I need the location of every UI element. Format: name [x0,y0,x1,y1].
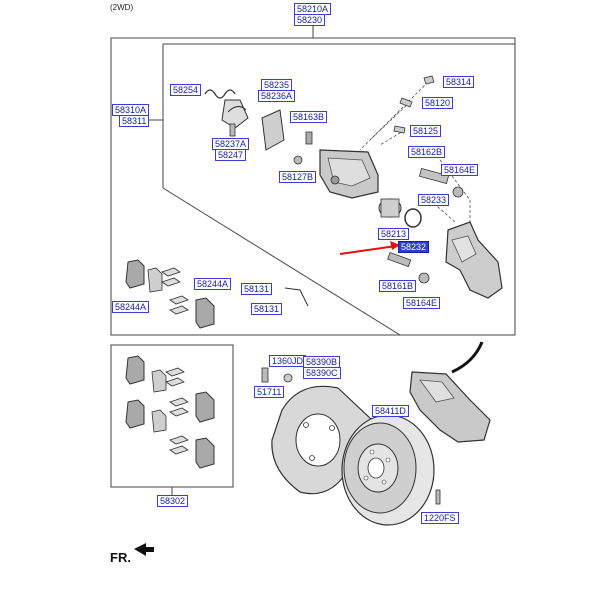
pin-58120 [399,97,413,108]
bleeder-58163b [305,131,313,145]
callout-1220fs[interactable]: 1220FS [421,512,459,524]
callout-58120[interactable]: 58120 [422,97,454,109]
callout-58233[interactable]: 58233 [418,194,450,206]
boot-58164e [452,186,464,198]
callout-58244a-2[interactable]: 58244A [112,301,150,313]
callout-58213[interactable]: 58213 [378,228,410,240]
guide-pin-58162b [418,168,450,184]
frame-diagonal [162,187,401,336]
callout-58302[interactable]: 58302 [157,495,189,507]
washer-51711 [283,373,293,383]
front-direction-label: FR. [110,550,131,565]
boot-58164e-lower [418,272,430,284]
callout-58131-1[interactable]: 58131 [241,283,273,295]
callout-58164e-top[interactable]: 58164E [441,164,479,176]
caliper-inner-frame [163,43,516,336]
callout-58244a-1[interactable]: 58244A [194,278,232,290]
callout-58230[interactable]: 58230 [294,14,326,26]
brake-pads-upper [125,259,215,329]
highlight-arrow [339,241,400,255]
caliper-body [319,149,379,199]
callout-58162b[interactable]: 58162B [408,146,446,158]
callout-58314[interactable]: 58314 [443,76,475,88]
callout-58247[interactable]: 58247 [215,149,247,161]
caliper-assembled [409,341,491,443]
bolt-1360jd [261,367,269,383]
cap-58314 [423,75,435,85]
callout-1360jd[interactable]: 1360JD [269,355,307,367]
callout-58164e-bottom[interactable]: 58164E [403,297,441,309]
pin-58125 [393,125,406,134]
plate-58236 [261,109,285,151]
callout-58311[interactable]: 58311 [119,115,150,127]
callout-58411d[interactable]: 58411D [372,405,409,417]
callout-58232[interactable]: 58232 [398,241,430,253]
wear-sensor-58131 [284,287,309,307]
cap-58127b [293,155,303,165]
callout-58131-2[interactable]: 58131 [251,303,283,315]
callout-58161b[interactable]: 58161B [379,280,417,292]
callout-58254[interactable]: 58254 [170,84,202,96]
screw-1220fs [435,489,441,505]
spring-58254 [204,89,236,99]
fr-arrow-icon [134,543,154,556]
piston-body [380,198,400,218]
callout-58127b[interactable]: 58127B [279,171,317,183]
callout-58390c[interactable]: 58390C [303,367,341,379]
carrier-bracket [445,221,503,299]
bolt-58237a [229,123,236,137]
bolt-58161b [387,251,412,268]
pad-kit-contents [125,355,215,469]
seal-58232 [404,208,422,228]
brake-disc [341,414,435,526]
callout-58163b[interactable]: 58163B [290,111,328,123]
spring-arm [227,106,247,113]
variant-label: (2WD) [110,3,134,12]
callout-58236a[interactable]: 58236A [258,90,296,102]
callout-51711[interactable]: 51711 [254,386,285,398]
callout-58125[interactable]: 58125 [410,125,442,137]
